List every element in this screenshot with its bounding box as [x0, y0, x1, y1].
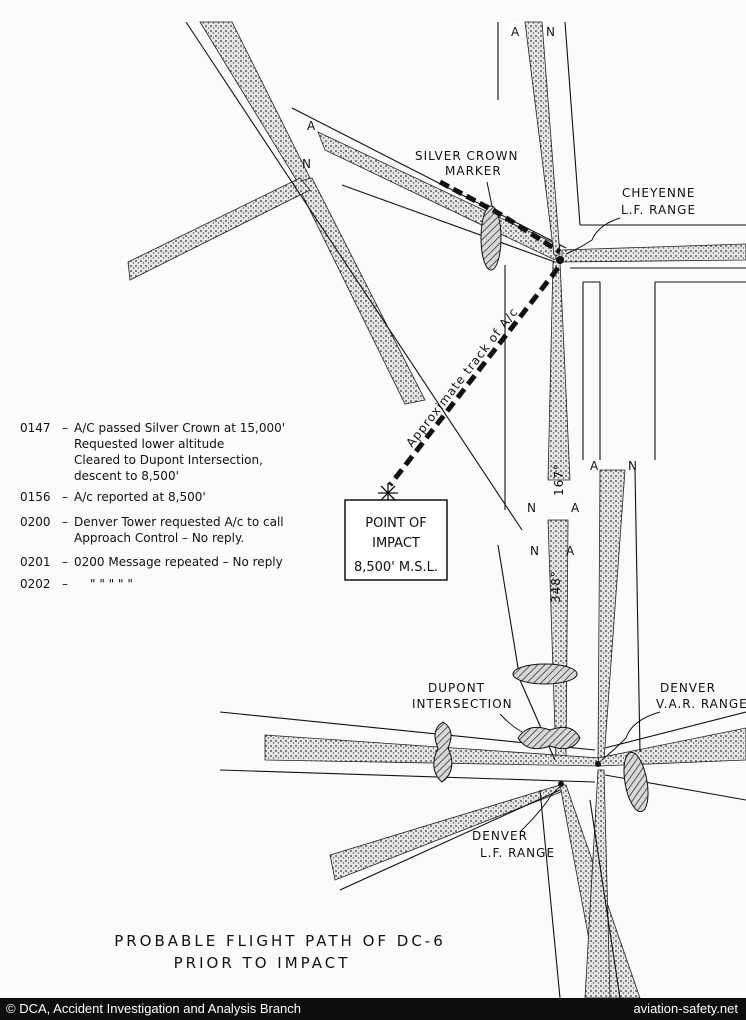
cheyenne-range-station	[556, 256, 564, 264]
log-0202-line-1: " " " " "	[90, 577, 133, 591]
log-time-0147: 0147	[20, 421, 51, 435]
dupont-label-1: DUPONT	[428, 681, 485, 695]
cheyenne-label-1: CHEYENNE	[622, 186, 695, 200]
denver-lf-label-2: L.F. RANGE	[480, 846, 555, 860]
log-0147-line-3: Cleared to Dupont Intersection,	[74, 453, 263, 467]
denver-lf-station	[558, 781, 564, 787]
range-letter-n-3: N	[527, 501, 537, 515]
range-letter-a-2: A	[511, 25, 520, 39]
poi-line-1: POINT OF	[365, 516, 426, 531]
log-0200-line-1: Denver Tower requested A/c to call	[74, 515, 284, 529]
svg-text:–: –	[62, 421, 68, 435]
log-0147-line-4: descent to 8,500'	[74, 469, 179, 483]
range-letter-a-3: A	[571, 501, 580, 515]
event-log: 0147 – A/C passed Silver Crown at 15,000…	[20, 421, 285, 591]
svg-text:–: –	[62, 490, 68, 504]
range-letter-n-2: N	[546, 25, 556, 39]
approximate-aircraft-track	[388, 266, 560, 487]
dupont-label-2: INTERSECTION	[412, 697, 513, 711]
flight-path-map: POINT OF IMPACT 8,500' M.S.L. A N A N N …	[20, 21, 746, 998]
log-0147-line-2: Requested lower altitude	[74, 437, 224, 451]
silver-crown-track	[438, 179, 562, 255]
silver-crown-label-1: SILVER CROWN	[415, 149, 518, 163]
poi-line-2: IMPACT	[372, 536, 420, 551]
credit-footer: © DCA, Accident Investigation and Analys…	[0, 998, 746, 1020]
denver-var-label-2: V.A.R. RANGE	[656, 697, 746, 711]
log-0147-line-1: A/C passed Silver Crown at 15,000'	[74, 421, 285, 435]
credit-text: © DCA, Accident Investigation and Analys…	[6, 1001, 302, 1016]
log-0156-line-1: A/c reported at 8,500'	[74, 490, 206, 504]
range-letter-n-5: N	[530, 544, 540, 558]
fix-cone-areas	[433, 205, 649, 813]
point-of-impact-box	[344, 499, 448, 581]
site-link[interactable]: aviation-safety.net	[633, 1001, 738, 1016]
svg-text:–: –	[62, 515, 68, 529]
denver-var-station	[595, 761, 601, 767]
log-time-0200: 0200	[20, 515, 51, 529]
range-letter-a-1: A	[307, 119, 316, 133]
log-time-0202: 0202	[20, 577, 51, 591]
poi-line-3: 8,500' M.S.L.	[354, 560, 438, 575]
denver-lf-label-1: DENVER	[472, 829, 528, 843]
log-0201-line-1: 0200 Message repeated – No reply	[74, 555, 283, 569]
range-letter-a-4: A	[590, 459, 599, 473]
log-time-0201: 0201	[20, 555, 51, 569]
range-letter-a-5: A	[566, 544, 575, 558]
denver-range-beams	[219, 469, 746, 998]
bearing-167-label: 167°	[552, 463, 566, 496]
log-0200-line-2: Approach Control – No reply.	[74, 531, 244, 545]
range-letter-n-4: N	[628, 459, 638, 473]
map-caption-line-1: PROBABLE FLIGHT PATH OF DC-6	[114, 932, 446, 950]
svg-text:–: –	[62, 555, 68, 569]
impact-point-icon	[378, 483, 398, 503]
cheyenne-range-beams	[497, 21, 746, 510]
map-caption-line-2: PRIOR TO IMPACT	[174, 954, 351, 972]
svg-text:–: –	[62, 577, 68, 591]
silver-crown-label-2: MARKER	[445, 164, 502, 178]
range-letter-n-1: N	[302, 157, 312, 171]
log-time-0156: 0156	[20, 490, 51, 504]
denver-var-label-1: DENVER	[660, 681, 716, 695]
bearing-348-label: 348°	[549, 570, 563, 603]
cheyenne-label-2: L.F. RANGE	[621, 203, 696, 217]
